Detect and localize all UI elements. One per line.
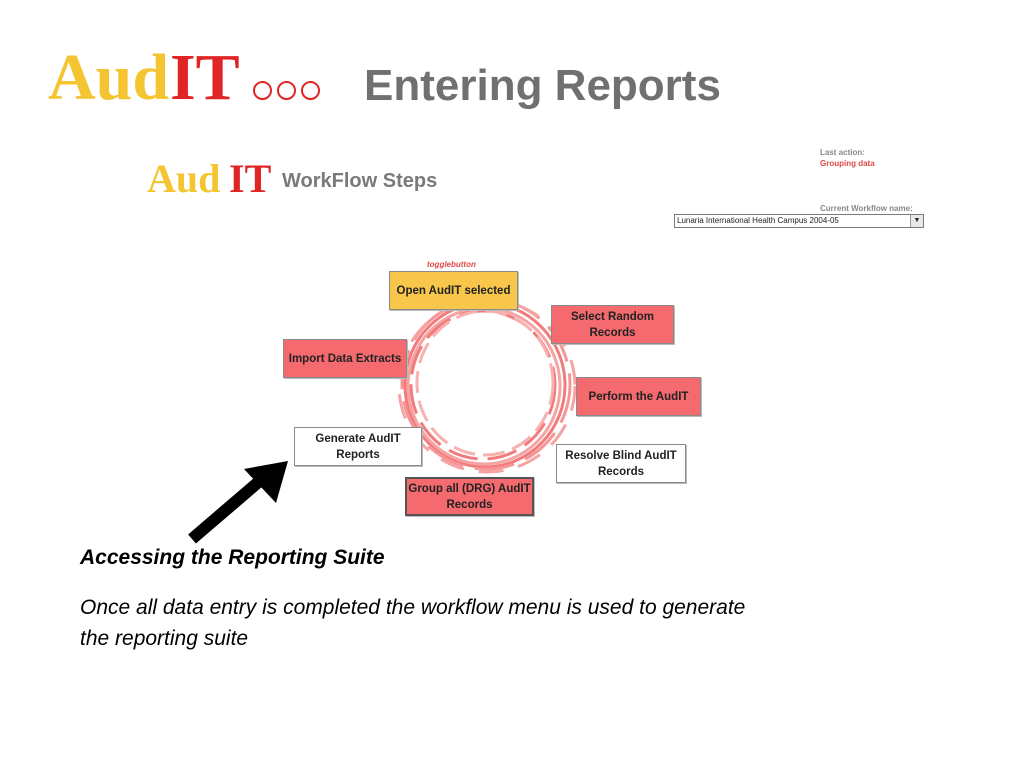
- generate-reports-button[interactable]: Generate AudIT Reports: [294, 427, 422, 466]
- logo-aud-text: Aud: [48, 38, 169, 118]
- caption-title: Accessing the Reporting Suite: [80, 546, 385, 570]
- open-audit-button[interactable]: Open AudIT selected: [389, 271, 518, 310]
- last-action-label: Last action:: [820, 148, 865, 157]
- group-all-drg-button[interactable]: Group all (DRG) AudIT Records: [405, 477, 534, 516]
- workflow-logo-aud: Aud: [147, 155, 220, 203]
- caption-body: Once all data entry is completed the wor…: [80, 592, 780, 654]
- logo-it-text: IT: [170, 38, 240, 118]
- import-data-extracts-button[interactable]: Import Data Extracts: [283, 339, 407, 378]
- current-workflow-select[interactable]: Lunaria International Health Campus 2004…: [674, 214, 924, 228]
- select-random-records-button[interactable]: Select Random Records: [551, 305, 674, 344]
- last-action-value: Grouping data: [820, 159, 875, 168]
- resolve-blind-audit-button[interactable]: Resolve Blind AudIT Records: [556, 444, 686, 483]
- logo-circles-icon: [253, 81, 320, 100]
- perform-audit-button[interactable]: Perform the AudIT: [576, 377, 701, 416]
- current-workflow-value: Lunaria International Health Campus 2004…: [677, 216, 839, 225]
- page-title: Entering Reports: [364, 46, 721, 126]
- toggle-button-label: togglebutton: [427, 260, 476, 269]
- current-workflow-label: Current Workflow name:: [820, 204, 913, 213]
- workflow-logo-it: IT: [229, 155, 271, 203]
- chevron-down-icon[interactable]: ▼: [910, 215, 923, 227]
- pointer-arrow-icon: [180, 455, 300, 550]
- workflow-steps-heading: WorkFlow Steps: [282, 170, 437, 193]
